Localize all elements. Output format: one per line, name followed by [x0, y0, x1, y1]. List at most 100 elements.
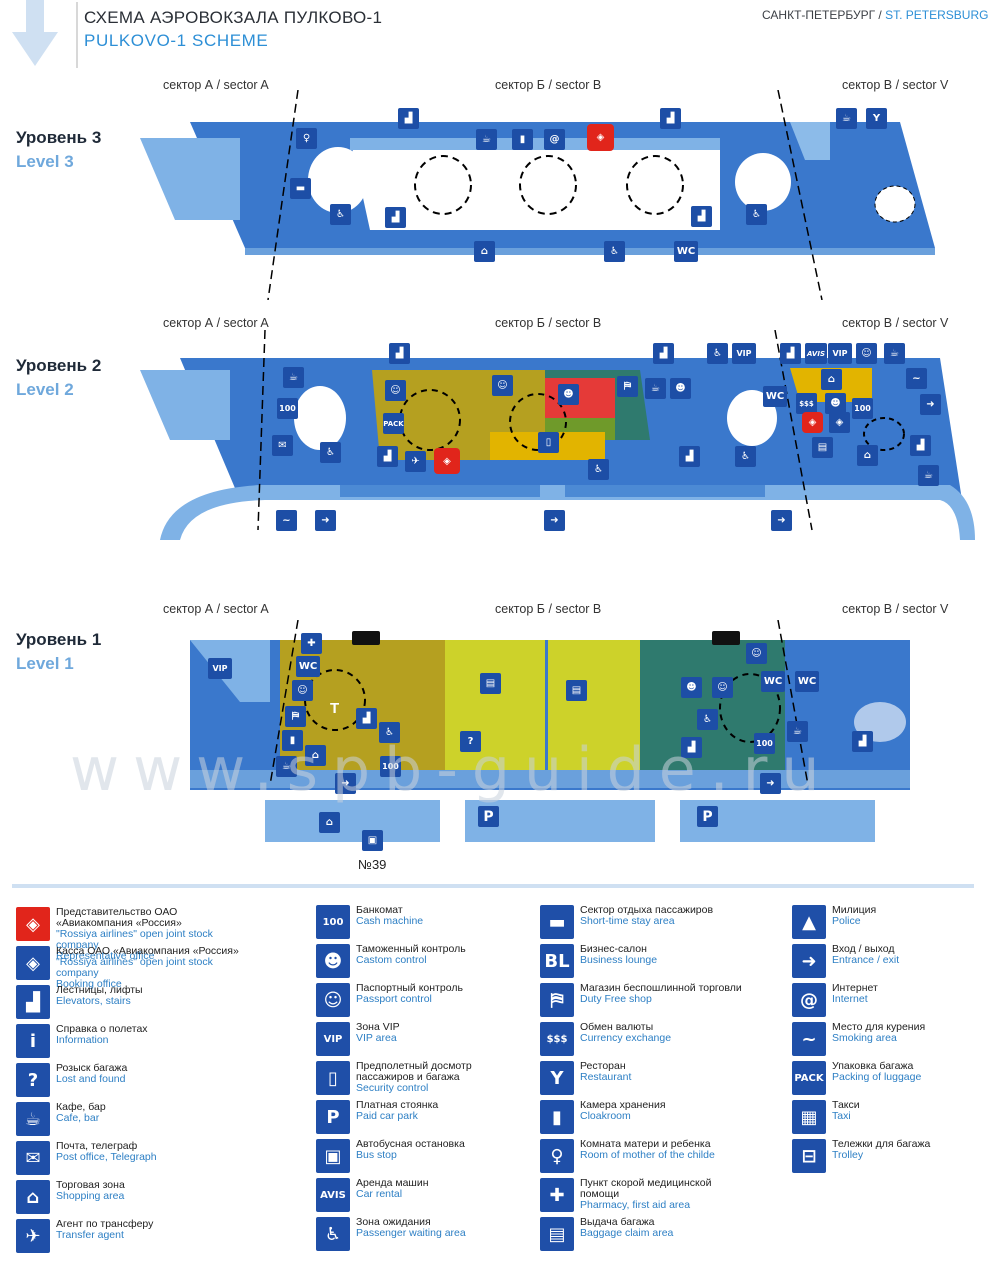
wheelchair-icon: ♿ [320, 442, 341, 463]
legend-label-ru: Агент по трансферу [56, 1218, 154, 1230]
legend-label-ru: Выдача багажа [580, 1216, 655, 1228]
legend-label-en: Taxi [832, 1110, 851, 1122]
stairs-icon: ▟ [389, 343, 410, 364]
baggage-claim-icon: ▤ [540, 1217, 574, 1251]
vip-icon: VIP [208, 658, 232, 679]
level-2-floorplan [140, 330, 975, 540]
wheelchair-icon: ♿ [379, 722, 400, 743]
legend-label-ru: Зона VIP [356, 1021, 400, 1033]
entrance-exit-icon: ➜ [920, 394, 941, 415]
cafe-icon: ☕ [836, 108, 857, 129]
legend-label-en: Currency exchange [580, 1032, 672, 1044]
atm-icon: 100 [380, 756, 401, 777]
legend-label-ru: Сектор отдыха пассажиров [580, 904, 714, 916]
atm-icon: 100 [316, 905, 350, 939]
legend-label-en: Trolley [832, 1149, 864, 1161]
entrance-gate-icon [712, 631, 740, 645]
legend-label-en: Shopping area [56, 1190, 125, 1202]
security-icon: ▯ [538, 432, 559, 453]
passport-icon: ☺ [492, 375, 513, 396]
legend-item: ◈ Представительство ОАО «Авиакомпания «Ро… [16, 907, 246, 962]
mail-icon: ✉ [272, 435, 293, 456]
cafe-icon: ☕ [645, 378, 666, 399]
entrance-exit-icon: ➜ [335, 773, 356, 794]
mail-icon: ✉ [16, 1141, 50, 1175]
legend-label-en: Duty Free shop [580, 993, 652, 1005]
avis-icon: AVIS [316, 1178, 350, 1212]
sector-v-label: сектор В / sector V [842, 316, 949, 330]
level-2-label-en: Level 2 [16, 380, 74, 399]
cafe-icon: ☕ [276, 756, 297, 777]
wheelchair-icon: ♿ [746, 204, 767, 225]
atm-label: 100 [279, 404, 296, 413]
rossiya-office-icon: ◈ [434, 448, 460, 474]
sector-a-label: сектор А / sector A [163, 602, 269, 616]
legend-label-ru: Розыск багажа [56, 1062, 128, 1074]
trolley-icon: ⊟ [792, 1139, 826, 1173]
legend-label-ru: Банкомат [356, 904, 403, 916]
business-lounge-icon: ☻ [825, 393, 846, 414]
rest-area-icon: ▬ [290, 178, 311, 199]
legend-label-en: Castom control [356, 954, 427, 966]
level-2-label-ru: Уровень 2 [16, 356, 102, 375]
wc-label: WC [763, 676, 783, 687]
page-title-ru: СХЕМА АЭРОВОКЗАЛА ПУЛКОВО-1 [84, 8, 383, 27]
cloakroom-icon: ▮ [282, 730, 303, 751]
legend-label-en: "Rossiya airlines" open joint stock comp… [56, 928, 213, 951]
shopping-icon: ⌂ [821, 369, 842, 390]
smoking-icon: ~ [792, 1022, 826, 1056]
cloakroom-icon: ▮ [540, 1100, 574, 1134]
page-title-en: PULKOVO-1 SCHEME [84, 31, 269, 50]
legend-label-en: Packing of luggage [832, 1071, 922, 1083]
legend-label-en: Business lounge [580, 954, 658, 966]
legend-label-ru: Аренда машин [356, 1177, 429, 1189]
legend-label-ru: Представительство ОАО «Авиакомпания «Рос… [56, 906, 182, 929]
legend-label-ru: Предполетный досмотр [356, 1060, 472, 1072]
atm-icon: 100 [754, 733, 775, 754]
transfer-icon: ✈ [16, 1219, 50, 1253]
currency-icon: $$$ [540, 1022, 574, 1056]
bus-icon: ▣ [316, 1139, 350, 1173]
business-lounge-icon: ☻ [670, 378, 691, 399]
baggage-claim-icon: ▤ [480, 673, 501, 694]
stairs-icon: ▟ [681, 737, 702, 758]
shopping-icon: ⌂ [857, 445, 878, 466]
entrance-exit-icon: ➜ [760, 773, 781, 794]
legend-label-ru: Кафе, бар [56, 1101, 106, 1113]
passport-icon: ☺ [385, 380, 406, 401]
legend-label-ru: Торговая зона [56, 1179, 125, 1191]
stairs-icon: ▟ [385, 207, 406, 228]
pack-label: PACK [383, 419, 404, 428]
parking-icon: P [316, 1100, 350, 1134]
legend-label-en: Cash machine [356, 915, 424, 927]
cloakroom-icon: ▮ [512, 129, 533, 150]
rossiya-office-icon: ◈ [16, 907, 50, 941]
legend-label-en: Passenger waiting area [356, 1227, 466, 1239]
passport-icon: ☺ [856, 343, 877, 364]
rossiya-office-icon: ◈ [587, 124, 614, 151]
wc-label: WC [765, 391, 785, 402]
duty-free-icon: ⛿ [617, 376, 638, 397]
legend-label-en: Car rental [356, 1188, 403, 1200]
parking-label: P [702, 808, 713, 825]
shopping-icon: ⌂ [16, 1180, 50, 1214]
duty-free-icon: ⛿ [540, 983, 574, 1017]
legend-label-en-2: Booking office [56, 978, 122, 990]
entrance-exit-icon: ➜ [315, 510, 336, 531]
legend-label-ru: Такси [832, 1099, 860, 1111]
sector-a-label: сектор А / sector A [163, 78, 269, 92]
legend-label-en-2: Representative office [56, 950, 155, 962]
legend-label-en: Lost and found [56, 1073, 126, 1085]
